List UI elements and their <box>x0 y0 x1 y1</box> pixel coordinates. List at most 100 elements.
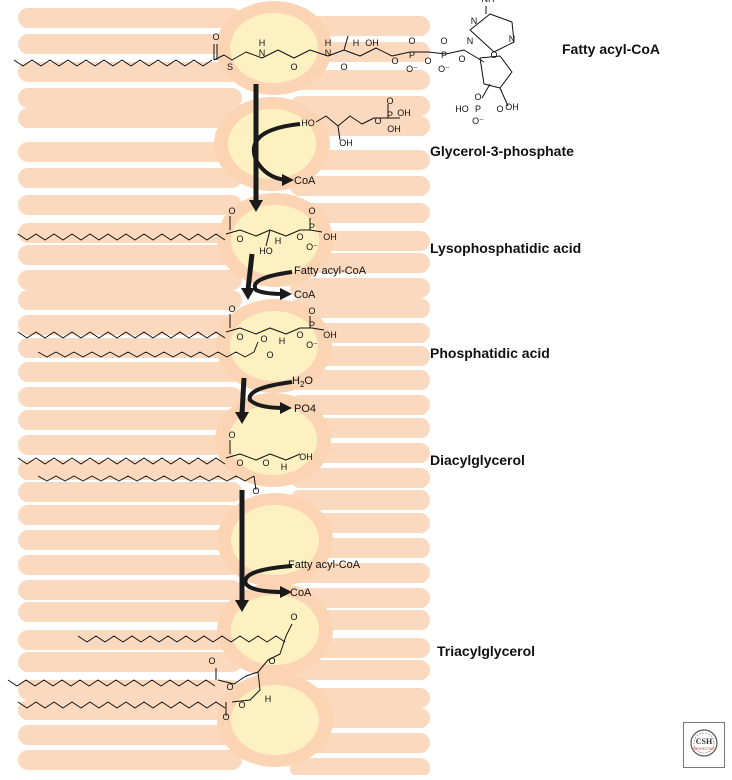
atom-o: O <box>308 306 315 316</box>
atom-o: O <box>290 612 297 622</box>
atom-o: O <box>252 486 259 496</box>
dag-headgroup <box>225 453 301 461</box>
atom-o: O <box>228 304 235 314</box>
atom-oh: OH <box>299 452 313 462</box>
atom-n: N <box>259 48 266 58</box>
adenine-ring <box>469 13 515 53</box>
reaction-arrow-head <box>241 288 255 300</box>
reaction-arrow-shaft <box>245 253 255 291</box>
atom-o: O <box>260 334 267 344</box>
atom-o: O <box>236 458 243 468</box>
acyl-chain-dag-1 <box>17 457 226 465</box>
lpa-headgroup <box>225 229 323 237</box>
atom-oh: OH <box>339 138 353 148</box>
atom-o-minus: O⁻ <box>406 64 418 74</box>
atom-o: O <box>474 92 481 102</box>
atom-o: O <box>222 712 229 722</box>
atom-h: H <box>265 694 272 704</box>
svg-text:PERSPECTIVES: PERSPECTIVES <box>692 747 716 751</box>
atom-o: O <box>226 682 233 692</box>
acyl-chain-pa-2 <box>37 351 255 358</box>
atom-oh: OH <box>505 102 519 112</box>
molecule-structures <box>7 6 515 716</box>
stage-label-lysophosphatidic-acid: Lysophosphatidic acid <box>430 240 582 256</box>
reagent-out-phosphate: PO4 <box>294 403 316 415</box>
lipid-head-core <box>231 685 319 755</box>
atom-p: P <box>309 222 315 232</box>
reagent-out-coa-2: CoA <box>294 289 316 301</box>
atom-o: O <box>458 54 465 64</box>
csh-perspectives-logo: CSH PERSPECTIVES <box>683 722 725 768</box>
atom-o: O <box>296 330 303 340</box>
atom-o-minus: O⁻ <box>472 116 484 126</box>
reaction-side-arrow-head <box>280 586 292 598</box>
atom-o: O <box>236 332 243 342</box>
stage-label-glycerol-3-phosphate: Glycerol-3-phosphate <box>430 143 574 159</box>
atom-oh: OH <box>323 330 337 340</box>
atom-o: O <box>296 232 303 242</box>
atom-s: S <box>227 62 233 72</box>
atom-o: O <box>236 234 243 244</box>
atom-o: O <box>386 96 393 106</box>
reaction-side-arrow-head <box>280 402 292 414</box>
atom-n: N <box>325 48 332 58</box>
reagent-in-fatty-acyl-coa-2: Fatty acyl-CoA <box>288 559 361 571</box>
atom-n: N <box>471 16 478 26</box>
ribose-phosphate-bond <box>481 83 491 99</box>
atom-h: H <box>353 38 360 48</box>
reaction-arrow-head <box>249 200 263 212</box>
g3p-oh-bond <box>337 125 341 141</box>
atom-n: N <box>509 34 516 44</box>
atom-o: O <box>238 700 245 710</box>
reaction-arrow-head <box>235 412 249 424</box>
atom-o: O <box>340 62 347 72</box>
atom-nh2: NH <box>482 0 495 4</box>
atom-labels: OSHNOHNOHOHOOPO⁻OOPO⁻ONHNNNOOHOPO⁻OOHHOO… <box>208 0 518 722</box>
acyl-chain-lpa <box>17 233 226 241</box>
atom-p: P <box>309 320 315 330</box>
coa-backbone <box>213 47 485 63</box>
atom-p: P <box>387 110 393 120</box>
atom-o: O <box>391 56 398 66</box>
atom-o: O <box>290 62 297 72</box>
tag-glycerol-link-2 <box>231 671 261 703</box>
lipid-head-core <box>230 13 318 83</box>
acyl-chain-dag-2 <box>37 475 255 482</box>
pa-carbonyl-2-link <box>253 341 259 353</box>
atom-o-minus: O⁻ <box>306 242 318 252</box>
stage-label-diacylglycerol: Diacylglycerol <box>430 452 525 468</box>
reaction-arrows <box>235 84 301 612</box>
atom-o: O <box>228 430 235 440</box>
atom-o: O <box>208 656 215 666</box>
atom-oh: OH <box>397 108 411 118</box>
reagent-in-fatty-acyl-coa-1: Fatty acyl-CoA <box>294 265 367 277</box>
g3p-backbone <box>315 115 400 127</box>
atom-o: O <box>212 32 219 42</box>
atom-o: O <box>374 116 381 126</box>
reaction-side-arrow-head <box>280 288 292 300</box>
atom-o-minus: O⁻ <box>306 340 318 350</box>
acyl-chain-pa-1 <box>17 331 226 339</box>
atom-o: O <box>266 350 273 360</box>
reaction-side-arrow <box>252 122 301 182</box>
atom-o: O <box>440 36 447 46</box>
stage-label-fatty-acyl-coa: Fatty acyl-CoA <box>562 41 661 57</box>
lipid-head-core <box>231 505 319 575</box>
acyl-chain-tag-2 <box>7 679 216 687</box>
atom-p: P <box>441 50 447 60</box>
atom-h: H <box>281 462 288 472</box>
atom-o: O <box>308 206 315 216</box>
acyl-chain-tag-3 <box>17 701 226 709</box>
svg-text:CSH: CSH <box>696 737 713 746</box>
atom-o: O <box>424 56 431 66</box>
lpa-oh-bond <box>265 229 271 247</box>
acyl-chain-tag-1 <box>77 635 286 643</box>
atom-oh: OH <box>387 124 401 134</box>
reagent-out-coa-3: CoA <box>290 587 312 599</box>
atom-h: H <box>325 38 332 48</box>
csh-logo-mark: CSH PERSPECTIVES <box>690 729 718 757</box>
atom-p: P <box>475 104 481 114</box>
lipid-head-core <box>231 595 319 665</box>
